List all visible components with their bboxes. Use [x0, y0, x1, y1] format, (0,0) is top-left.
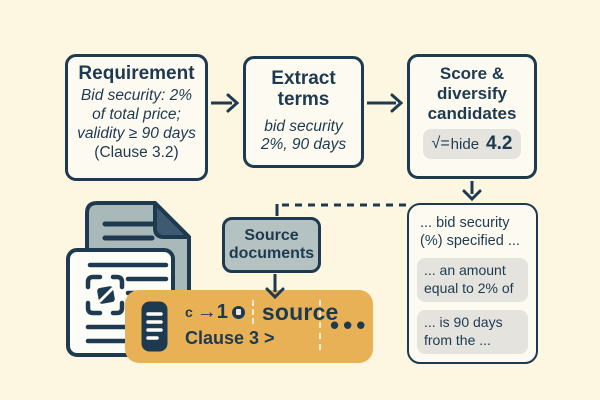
score-badge-label: hide [450, 135, 480, 153]
cursor-stamp-icon [97, 286, 115, 304]
citation-arrow-one: →1 [196, 300, 228, 323]
extract-terms-box: Extract terms bid security 2%, 90 days [243, 56, 364, 168]
citation-card: c →1 source Clause 3 > ••• [125, 290, 373, 363]
source-documents-box: Source documents [222, 217, 321, 273]
arrow-extract-to-score [367, 93, 404, 113]
citation-line: c →1 source [185, 297, 339, 327]
dashed-divider-icon [319, 300, 321, 350]
arrow-requirement-to-extract [211, 93, 240, 113]
arrow-source-to-citation [265, 274, 285, 300]
requirement-clause: (Clause 3.2) [94, 143, 179, 161]
dashed-divider-icon [251, 300, 254, 324]
result-pill: ... is 90 days from the ... [417, 310, 528, 354]
results-box: ... bid security (%) specified ... ... a… [407, 203, 538, 364]
result-pill: ... an amount equal to 2% of [417, 258, 528, 303]
extract-terms-title: Extract terms [271, 68, 336, 111]
rubric-check-icon: √= [431, 135, 450, 153]
requirement-title: Requirement [78, 63, 195, 84]
citation-clause-label: Clause 3 > [185, 328, 275, 348]
dashed-link-results-to-source [275, 203, 406, 216]
citation-source-label: source [261, 298, 339, 325]
score-diversify-box: Score & diversify candidates √= hide 4.2 [407, 54, 537, 179]
citation-prefix: c [185, 304, 193, 320]
selection-bracket-icon [85, 274, 125, 316]
citation-badge-icon [231, 305, 245, 319]
requirement-box: Requirement Bid security: 2% of total pr… [65, 54, 208, 181]
result-snippet: ... bid security (%) specified ... [420, 215, 520, 250]
score-diversify-title: Score & diversify candidates [427, 64, 517, 124]
requirement-body: Bid security: 2% of total price; validit… [77, 87, 196, 142]
ellipsis-icon: ••• [330, 310, 370, 340]
arrow-score-to-results [462, 181, 482, 202]
document-icon [141, 301, 168, 352]
source-documents-label: Source documents [228, 227, 315, 262]
score-value: 4.2 [486, 133, 513, 155]
score-badge: √= hide 4.2 [422, 129, 522, 160]
extract-terms-body: bid security 2%, 90 days [260, 117, 347, 154]
